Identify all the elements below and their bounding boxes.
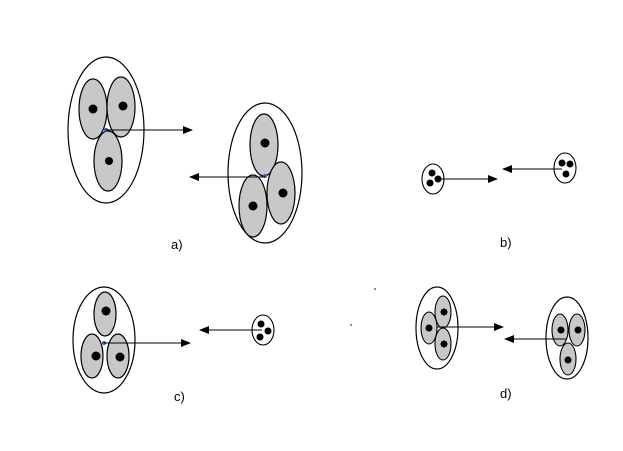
dot	[426, 179, 434, 187]
dot	[557, 326, 565, 334]
panel-b	[421, 152, 577, 195]
dot	[88, 104, 98, 114]
cluster-outline	[553, 152, 577, 184]
dot	[115, 352, 125, 362]
dot	[566, 160, 574, 168]
panel-a-right-cluster	[227, 102, 303, 244]
panel-a-label: a)	[171, 237, 183, 252]
dot	[278, 188, 288, 198]
panel-c	[72, 286, 275, 394]
panel-d-left-cluster	[415, 286, 459, 370]
panel-b-label: b)	[500, 235, 512, 250]
dot	[248, 201, 258, 211]
dot	[558, 159, 566, 167]
dot	[440, 308, 448, 316]
panel-a	[67, 56, 303, 244]
panel-c-label: c)	[174, 389, 185, 404]
stray-dot	[374, 288, 376, 290]
dot	[574, 326, 582, 334]
dot	[440, 340, 448, 348]
dot	[425, 324, 433, 332]
panel-c-right-cluster	[251, 314, 275, 346]
dot	[264, 327, 272, 335]
dot	[562, 170, 570, 178]
dot	[256, 333, 264, 341]
panel-d-right-cluster	[545, 296, 589, 380]
panel-c-left-cluster	[72, 286, 136, 394]
dot	[118, 101, 128, 111]
dot	[101, 306, 111, 316]
panel-b-right-cluster	[553, 152, 577, 184]
dot	[260, 138, 270, 148]
dot	[428, 169, 436, 177]
panel-d	[415, 286, 589, 380]
dot	[257, 320, 265, 328]
dot	[564, 356, 572, 364]
dot	[91, 351, 101, 361]
panel-d-label: d)	[500, 386, 512, 401]
dot	[105, 157, 113, 165]
stray-dot	[350, 324, 352, 326]
